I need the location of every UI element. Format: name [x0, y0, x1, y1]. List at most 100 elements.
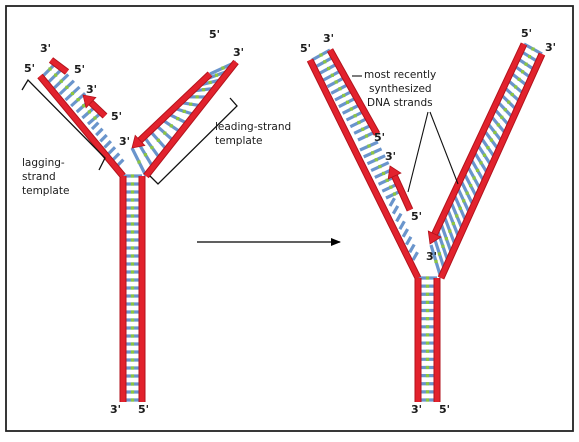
label-5prime: 5' [439, 403, 450, 416]
hydrogen-bond [131, 286, 134, 289]
hydrogen-bond [82, 104, 85, 107]
recent-strands-label: most recently [364, 69, 436, 81]
hydrogen-bond [445, 237, 448, 240]
hydrogen-bond [393, 192, 396, 195]
hydrogen-bond [426, 341, 429, 344]
hydrogen-bond [93, 116, 96, 119]
hydrogen-bond [426, 398, 429, 401]
hydrogen-bond [426, 293, 429, 296]
hydrogen-bond [131, 238, 134, 241]
hydrogen-bond [131, 278, 134, 281]
hydrogen-bond [469, 184, 472, 187]
hydrogen-bond [131, 222, 134, 225]
figure-frame [6, 6, 573, 431]
hydrogen-bond [131, 390, 134, 393]
hydrogen-bond [518, 78, 521, 81]
hydrogen-bond [131, 206, 134, 209]
hydrogen-bond [131, 254, 134, 257]
label-5prime: 5' [74, 63, 85, 76]
hydrogen-bond [131, 294, 134, 297]
unpaired-base [92, 123, 98, 129]
label-5prime: 5' [138, 403, 149, 416]
label-3prime: 3' [411, 403, 422, 416]
hydrogen-bond [528, 55, 531, 58]
hydrogen-bond [504, 108, 507, 111]
hydrogen-bond [354, 114, 357, 117]
lagging-template-label: lagging- [22, 157, 65, 169]
label-3prime: 3' [86, 83, 97, 96]
hydrogen-bond [426, 309, 429, 312]
hydrogen-bond [426, 317, 429, 320]
hydrogen-bond [131, 318, 134, 321]
unpaired-base [393, 206, 398, 214]
leading-template-label: leading-strand [215, 121, 291, 133]
hydrogen-bond [131, 214, 134, 217]
recent-strands-label: synthesized [369, 83, 432, 95]
hydrogen-bond [131, 246, 134, 249]
hydrogen-bond [441, 245, 444, 248]
unpaired-base [96, 129, 102, 135]
unpaired-base [100, 135, 106, 141]
hydrogen-bond [448, 230, 451, 233]
label-5prime: 5' [209, 28, 220, 41]
unpaired-base [403, 229, 408, 237]
label-5prime: 5' [300, 42, 311, 55]
hydrogen-bond [524, 63, 527, 66]
hydrogen-bond [426, 374, 429, 377]
hydrogen-bond [208, 81, 211, 84]
hydrogen-bond [382, 172, 385, 175]
unpaired-base [406, 237, 411, 245]
hydrogen-bond [473, 176, 476, 179]
hydrogen-bond [150, 146, 153, 149]
hydrogen-bond [365, 134, 368, 137]
label-5prime: 5' [374, 131, 385, 144]
hydrogen-bond [452, 222, 455, 225]
hydrogen-bond [455, 214, 458, 217]
unpaired-base [105, 141, 111, 147]
hydrogen-bond [357, 121, 360, 124]
hydrogen-bond [144, 153, 147, 156]
hydrogen-bond [189, 103, 192, 106]
hydrogen-bond [176, 117, 179, 120]
unpaired-base [113, 153, 119, 159]
hydrogen-bond [490, 138, 493, 141]
hydrogen-bond [323, 60, 326, 63]
leading-template-label: template [215, 135, 262, 147]
hydrogen-bond [131, 302, 134, 305]
label-3prime: 3' [233, 46, 244, 59]
hydrogen-bond [426, 382, 429, 385]
hydrogen-bond [483, 154, 486, 157]
hydrogen-bond [71, 92, 74, 95]
hydrogen-bond [389, 186, 392, 189]
hydrogen-bond [88, 110, 91, 113]
hydrogen-bond [131, 182, 134, 185]
hydrogen-bond [350, 107, 353, 110]
hydrogen-bond [319, 53, 322, 56]
hydrogen-bond [500, 116, 503, 119]
hydrogen-bond [426, 358, 429, 361]
hydrogen-bond [335, 80, 338, 83]
hydrogen-bond [131, 342, 134, 345]
hydrogen-bond [531, 47, 534, 50]
hydrogen-bond [426, 333, 429, 336]
label-3prime: 3' [119, 135, 130, 148]
hydrogen-bond [426, 285, 429, 288]
unpaired-base [413, 252, 418, 260]
unpaired-base [390, 198, 395, 206]
hydrogen-bond [346, 101, 349, 104]
hydrogen-bond [60, 80, 63, 83]
unpaired-base [397, 214, 402, 222]
hydrogen-bond [137, 160, 140, 163]
unpaired-base [400, 221, 405, 229]
hydrogen-bond [196, 95, 199, 98]
hydrogen-bond [514, 85, 517, 88]
lagging-template-label: strand [22, 171, 56, 183]
pointer-line [430, 112, 458, 184]
hydrogen-bond [131, 262, 134, 265]
hydrogen-bond [54, 74, 57, 77]
hydrogen-bond [476, 169, 479, 172]
label-5prime: 5' [111, 110, 122, 123]
hydrogen-bond [215, 74, 218, 77]
hydrogen-bond [221, 66, 224, 69]
